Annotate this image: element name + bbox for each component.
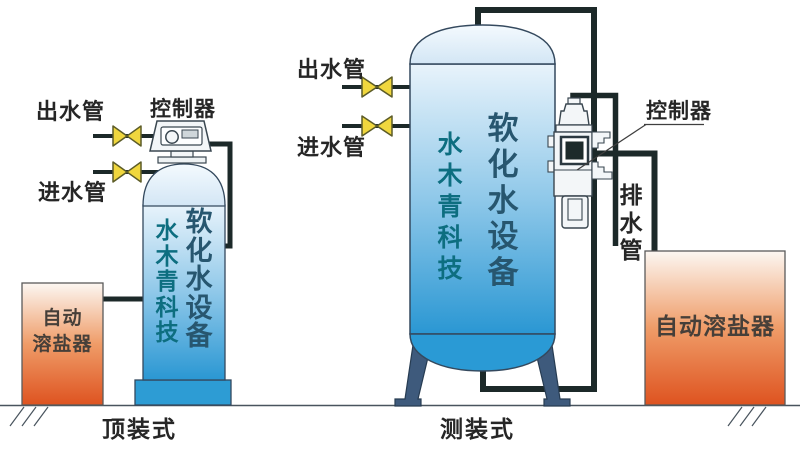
right-salt-dissolver-label: 自动溶盐器: [655, 314, 775, 340]
right-outlet-valve-icon: [361, 76, 393, 98]
left-controller-neck: [170, 150, 194, 158]
right-tank-bottom-dish: [409, 333, 556, 372]
left-tank-dome: [142, 163, 226, 207]
right-brine-pipe: [590, 150, 658, 252]
left-tank-brand-text: 水木青科技: [155, 218, 179, 346]
left-tank-pedestal: [134, 379, 232, 406]
right-tank-dome: [409, 24, 556, 65]
left-salt-dissolver-box: [21, 282, 104, 406]
left-controller-label: 控制器: [150, 97, 216, 121]
ground-hatch-left: [9, 406, 49, 427]
left-controller-dial-icon: [165, 130, 179, 144]
left-controller-display: [181, 129, 199, 139]
left-tank-product-text: 软化水设备: [185, 207, 213, 352]
right-controller-flange: [555, 124, 593, 133]
right-controller-port-top: [591, 131, 611, 149]
right-outlet-pipe-label: 出水管: [297, 58, 367, 83]
right-controller-cone: [558, 103, 590, 126]
right-type-caption: 测装式: [440, 417, 515, 443]
right-tank-leg-left: [394, 344, 431, 407]
left-inlet-valve-icon: [112, 161, 142, 183]
left-controller-device: [149, 120, 212, 164]
right-riser-pipe: [475, 7, 597, 392]
right-controller-lower-body: [561, 195, 589, 229]
ground-hatch-right: [727, 406, 767, 427]
right-controller-top-stub: [567, 97, 581, 105]
right-inlet-valve-icon: [361, 115, 393, 137]
right-tank-brand-text: 水木青科技: [437, 130, 463, 283]
left-inlet-pipe-label: 进水管: [38, 181, 108, 206]
left-controller-riser-pipe: [205, 141, 233, 249]
right-controller-lower-inset: [567, 198, 583, 221]
right-drain-pipe-label: 排水管: [619, 183, 643, 264]
right-tank-leg-right: [534, 344, 571, 407]
left-outlet-valve-icon: [112, 125, 142, 147]
left-outlet-pipe-label: 出水管: [36, 100, 106, 125]
right-controller-device: [547, 97, 613, 229]
right-controller-port-bottom: [591, 161, 613, 180]
right-salt-dissolver-box: [644, 250, 786, 406]
left-type-caption: 顶装式: [102, 417, 177, 443]
right-tank-body: [409, 63, 556, 335]
right-tank-product-text: 软化水设备: [487, 111, 519, 291]
right-controller-label: 控制器: [646, 99, 712, 123]
right-controller-display: [565, 141, 584, 160]
left-salt-dissolver-label: 自动 溶盐器: [32, 307, 93, 355]
left-tank-body: [142, 204, 226, 381]
left-controller-flange: [157, 156, 207, 164]
controller-leader-line: [576, 123, 704, 171]
right-inlet-pipe-label: 进水管: [297, 136, 367, 161]
